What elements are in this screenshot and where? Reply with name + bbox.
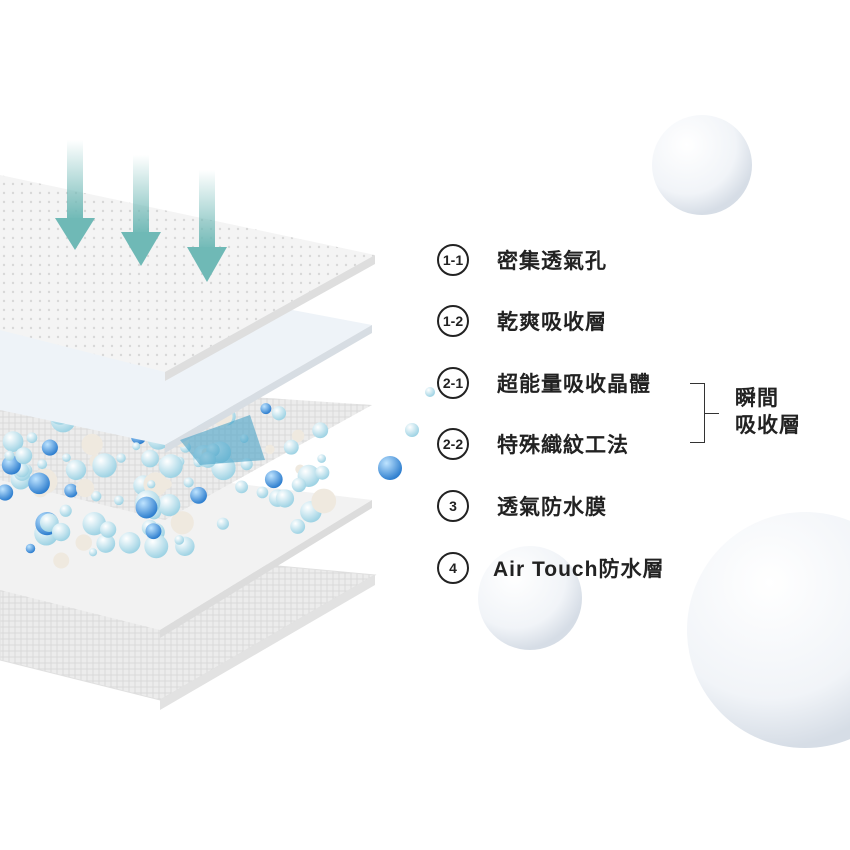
absorbent-bead bbox=[256, 486, 269, 499]
absorbent-bead bbox=[275, 489, 295, 508]
absorbent-bead bbox=[116, 453, 126, 463]
absorbent-bead bbox=[235, 480, 249, 494]
absorbent-bead bbox=[291, 477, 307, 493]
absorbent-bead bbox=[118, 532, 141, 554]
down-arrow-icon bbox=[187, 170, 227, 282]
absorbent-bead bbox=[25, 543, 36, 554]
absorbent-bead bbox=[88, 548, 98, 557]
absorbent-bead bbox=[81, 433, 103, 456]
absorbent-bead bbox=[4, 450, 15, 461]
absorbent-bead bbox=[317, 454, 326, 463]
legend-label: 超能量吸收晶體 bbox=[497, 373, 651, 396]
absorbent-bead bbox=[174, 535, 185, 545]
absorbent-bead bbox=[51, 522, 71, 542]
absorbent-bead bbox=[144, 534, 169, 559]
legend-item-1-2: 1-2 乾爽吸收層 bbox=[437, 303, 607, 339]
absorbent-bead bbox=[62, 453, 71, 462]
absorbent-bead bbox=[147, 480, 156, 489]
absorbent-bead bbox=[315, 465, 330, 480]
number-badge: 1-1 bbox=[437, 244, 469, 276]
absorbent-bead bbox=[264, 470, 283, 489]
number-badge: 3 bbox=[437, 490, 469, 522]
arrows bbox=[55, 140, 227, 282]
absorbent-bead bbox=[265, 444, 275, 455]
absorbent-bead bbox=[26, 432, 38, 444]
absorbent-bead bbox=[0, 484, 14, 501]
group-label-line2: 吸收層 bbox=[735, 414, 801, 437]
number-badge: 2-2 bbox=[437, 428, 469, 460]
absorbent-bead bbox=[2, 431, 24, 452]
bubble bbox=[478, 546, 582, 650]
absorbent-bead bbox=[132, 442, 141, 451]
absorbent-bead bbox=[216, 517, 229, 530]
absorbent-bead bbox=[75, 534, 92, 551]
group-label: 瞬間 吸收層 bbox=[735, 385, 815, 439]
absorbent-bead bbox=[291, 429, 305, 443]
number-badge: 1-2 bbox=[437, 305, 469, 337]
absorbent-bead bbox=[96, 534, 116, 553]
layer-1-1 bbox=[0, 175, 375, 381]
absorbent-bead bbox=[92, 453, 117, 478]
absorbent-bead bbox=[312, 422, 329, 439]
legend-label: 乾爽吸收層 bbox=[497, 311, 607, 334]
background-bubbles bbox=[478, 115, 850, 748]
number-badge: 4 bbox=[437, 552, 469, 584]
absorbent-bead bbox=[114, 495, 124, 506]
legend-label: Air Touch防水層 bbox=[493, 558, 665, 581]
legend-item-1-1: 1-1 密集透氣孔 bbox=[437, 242, 607, 278]
absorbent-bead bbox=[135, 496, 158, 519]
group-label-line1: 瞬間 bbox=[735, 387, 779, 410]
legend-item-4: 4 Air Touch防水層 bbox=[437, 550, 664, 586]
absorbent-bead bbox=[378, 456, 402, 480]
absorbent-bead bbox=[260, 403, 272, 415]
absorbent-bead bbox=[271, 406, 287, 421]
absorbent-bead bbox=[290, 519, 306, 534]
bubble bbox=[652, 115, 752, 215]
absorbent-bead bbox=[158, 454, 183, 479]
absorbent-bead bbox=[183, 477, 194, 488]
absorbent-bead bbox=[1, 455, 21, 475]
legend-item-2-1: 2-1 超能量吸收晶體 bbox=[437, 365, 651, 401]
legend-label: 特殊織紋工法 bbox=[497, 434, 629, 457]
absorbent-bead bbox=[405, 423, 419, 437]
absorbent-bead bbox=[99, 521, 117, 538]
absorbent-bead bbox=[41, 439, 58, 456]
group-bracket bbox=[690, 383, 705, 443]
legend-item-2-2: 2-2 特殊織紋工法 bbox=[437, 426, 629, 462]
absorbent-bead bbox=[145, 523, 162, 540]
absorbent-bead bbox=[53, 552, 70, 569]
absorbent-bead bbox=[311, 488, 337, 514]
absorbent-bead bbox=[190, 486, 207, 504]
legend-label: 透氣防水膜 bbox=[497, 496, 607, 519]
number-badge: 2-1 bbox=[437, 367, 469, 399]
absorbent-bead bbox=[37, 459, 48, 470]
absorbent-bead bbox=[158, 494, 181, 517]
absorbent-bead bbox=[91, 491, 102, 502]
legend-item-3: 3 透氣防水膜 bbox=[437, 488, 607, 524]
group-bracket-tick bbox=[705, 413, 719, 414]
absorbent-bead bbox=[28, 472, 50, 495]
absorbent-bead bbox=[64, 483, 78, 498]
absorbent-bead bbox=[65, 459, 87, 481]
down-arrow-icon bbox=[121, 155, 161, 266]
absorbent-bead bbox=[425, 387, 435, 397]
absorbent-bead bbox=[59, 504, 72, 517]
bubble bbox=[687, 512, 850, 748]
absorbent-bead bbox=[75, 478, 95, 498]
absorbent-bead bbox=[283, 439, 299, 455]
down-arrow-icon bbox=[55, 140, 95, 250]
absorbent-bead bbox=[15, 447, 33, 465]
absorbent-bead bbox=[141, 449, 159, 468]
legend-label: 密集透氣孔 bbox=[497, 250, 607, 273]
absorbent-bead bbox=[170, 511, 194, 535]
